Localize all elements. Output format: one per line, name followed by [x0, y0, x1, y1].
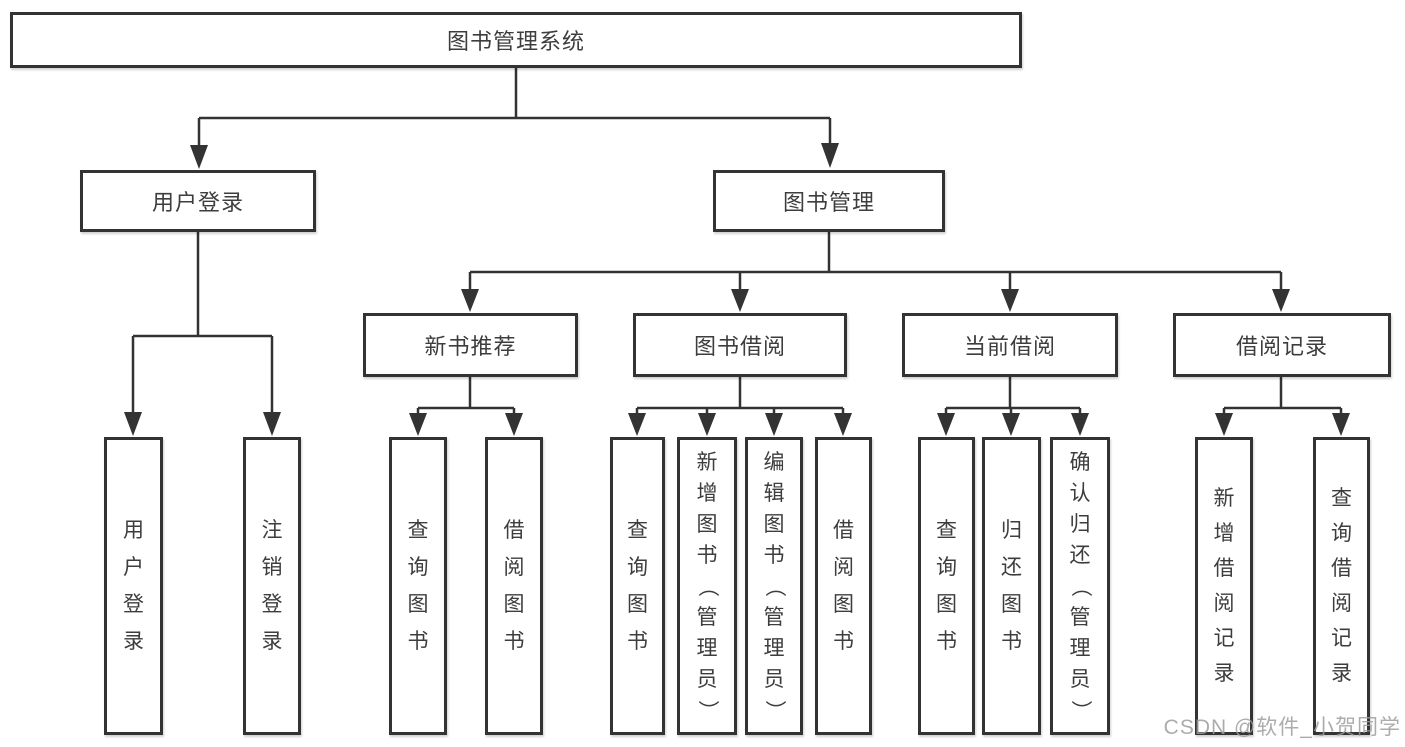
leaf-label: 新增借阅记录: [1213, 487, 1235, 685]
node-leaf-query-books-1: 查询图书: [389, 437, 447, 735]
node-user-login-label: 用户登录: [151, 190, 244, 215]
arrow-icon: [834, 413, 852, 436]
node-new-book-recommend: 新书推荐: [363, 313, 578, 377]
connector-new-book-recommend-children: [409, 377, 523, 436]
connector-current-borrowing-children: [937, 377, 1089, 436]
leaf-label: 借阅图书: [503, 519, 525, 653]
arrow-icon: [698, 413, 716, 436]
leaf-label: 查询图书: [627, 519, 648, 653]
arrow-icon: [628, 413, 646, 436]
node-current-borrowing-label: 当前借阅: [963, 334, 1056, 359]
connector-book-borrowing-children: [628, 377, 852, 436]
node-leaf-add-borrow-record: 新增借阅记录: [1195, 437, 1253, 735]
node-leaf-logout: 注销登录: [243, 437, 301, 735]
leaf-label: 确认归还（管理员）: [1068, 450, 1092, 721]
node-leaf-user-login: 用户登录: [104, 437, 163, 735]
node-book-management: 图书管理: [713, 170, 945, 232]
connector-book-management-children: [461, 232, 1290, 312]
node-user-login: 用户登录: [80, 170, 316, 232]
node-book-borrowing-label: 图书借阅: [693, 334, 786, 359]
arrow-icon: [1332, 413, 1350, 436]
node-leaf-borrow-books-1: 借阅图书: [485, 437, 543, 735]
arrow-icon: [190, 145, 208, 169]
node-book-management-label: 图书管理: [782, 190, 875, 215]
arrow-icon: [765, 413, 783, 436]
leaf-label: 查询图书: [407, 519, 429, 653]
node-borrowing-records-label: 借阅记录: [1235, 334, 1328, 359]
leaf-label: 归还图书: [1001, 519, 1022, 653]
connector-root-to-level2: [190, 68, 839, 169]
arrow-icon: [263, 412, 281, 436]
leaf-label: 编辑图书（管理员）: [762, 450, 786, 721]
arrow-icon: [1001, 289, 1019, 312]
node-new-book-recommend-label: 新书推荐: [424, 334, 517, 359]
arrow-icon: [1002, 413, 1020, 436]
leaf-label: 新增图书（管理员）: [695, 450, 719, 721]
node-leaf-confirm-return-admin: 确认归还（管理员）: [1050, 437, 1110, 735]
connector-user-login-children: [124, 232, 281, 436]
node-root-label: 图书管理系统: [446, 29, 585, 54]
arrow-icon: [821, 143, 839, 168]
node-current-borrowing: 当前借阅: [902, 313, 1118, 377]
watermark: CSDN @软件_小贺同学: [1163, 716, 1401, 739]
arrow-icon: [731, 289, 749, 312]
node-leaf-edit-books-admin: 编辑图书（管理员）: [745, 437, 803, 735]
node-leaf-add-books-admin: 新增图书（管理员）: [677, 437, 737, 735]
leaf-label: 注销登录: [261, 519, 283, 653]
leaf-label: 用户登录: [123, 519, 144, 653]
arrow-icon: [1215, 413, 1233, 436]
arrow-icon: [461, 289, 479, 312]
arrow-icon: [937, 413, 955, 436]
leaf-label: 借阅图书: [833, 519, 854, 653]
leaf-label: 查询借阅记录: [1331, 487, 1352, 685]
node-root: 图书管理系统: [10, 12, 1022, 68]
node-leaf-borrow-books-2: 借阅图书: [815, 437, 872, 735]
arrow-icon: [1272, 289, 1290, 312]
arrow-icon: [124, 412, 142, 436]
node-leaf-query-borrow-record: 查询借阅记录: [1313, 437, 1370, 735]
node-leaf-query-books-3: 查询图书: [918, 437, 975, 735]
node-book-borrowing: 图书借阅: [633, 313, 847, 377]
arrow-icon: [409, 413, 427, 436]
leaf-label: 查询图书: [936, 519, 957, 653]
node-borrowing-records: 借阅记录: [1173, 313, 1391, 377]
node-leaf-query-books-2: 查询图书: [610, 437, 665, 735]
arrow-icon: [505, 413, 523, 436]
arrow-icon: [1071, 413, 1089, 436]
node-leaf-return-books: 归还图书: [982, 437, 1041, 735]
connector-borrowing-records-children: [1215, 377, 1350, 436]
